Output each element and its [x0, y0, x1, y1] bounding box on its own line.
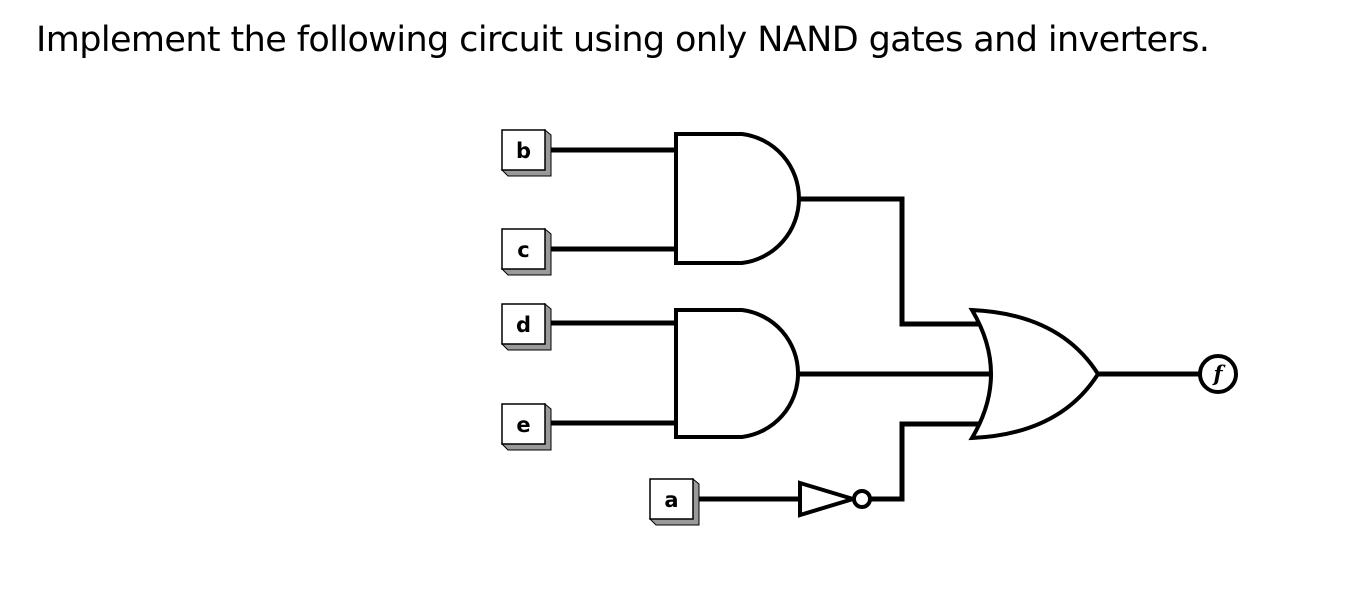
input-e: e: [500, 402, 552, 451]
wires: [547, 147, 1203, 502]
input-e-label: e: [516, 413, 530, 437]
input-e-face: [501, 403, 546, 445]
input-d-face: [501, 303, 546, 345]
output-f: f: [1198, 354, 1238, 394]
input-a-label: a: [664, 488, 678, 512]
input-c: c: [500, 227, 552, 276]
not-gate-triangle: [798, 480, 860, 518]
input-a: a: [648, 477, 700, 526]
input-b: b: [500, 128, 552, 177]
and-gate-2: [674, 308, 801, 439]
input-d-label: d: [516, 313, 531, 337]
input-d: d: [500, 302, 552, 351]
not-gate-bubble: [852, 489, 872, 509]
not-gate: [798, 480, 872, 518]
question-text: Implement the following circuit using on…: [36, 20, 1210, 60]
and-gate-1: [674, 132, 801, 265]
input-b-label: b: [516, 139, 531, 163]
output-f-circle: [1198, 354, 1238, 394]
input-b-face: [501, 129, 546, 171]
wire-and1-to-or1: [797, 196, 987, 327]
input-c-label: c: [517, 238, 529, 262]
wire-not1-to-or1: [869, 421, 987, 502]
input-c-face: [501, 228, 546, 270]
input-a-face: [649, 478, 694, 520]
or-gate: [968, 307, 1101, 441]
